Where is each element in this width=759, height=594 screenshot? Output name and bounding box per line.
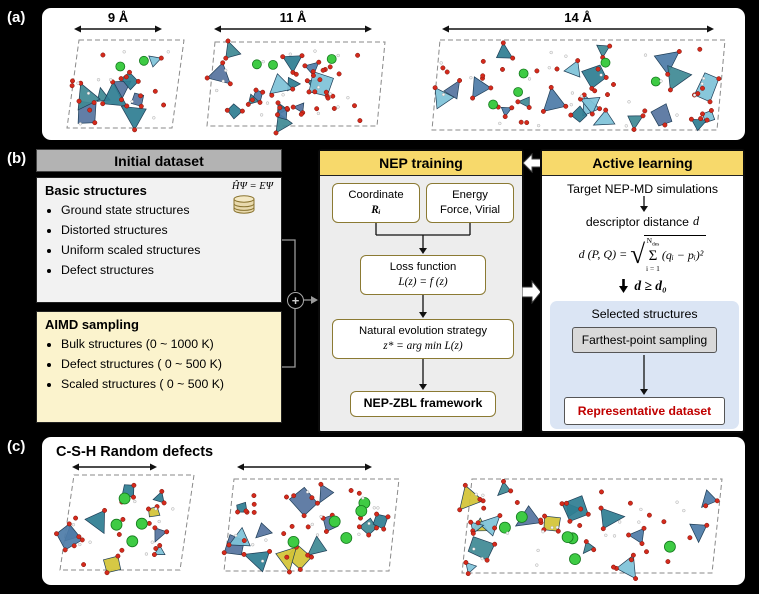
loss-function-box: Loss function L(z) = f (z) <box>360 255 486 295</box>
basic-structures-box: Basic structures ĤΨ = EΨ Ground state st… <box>36 177 282 303</box>
basic-structures-list: Ground state structures Distorted struct… <box>61 203 273 278</box>
aimd-sampling-box: AIMD sampling Bulk structures (0 ~ 1000 … <box>36 311 282 423</box>
coordinate-label: Coordinate <box>348 189 404 202</box>
evolution-strategy-box: Natural evolution strategy z* = arg min … <box>332 319 514 359</box>
database-icon <box>233 195 255 214</box>
nep-zbl-framework-box: NEP-ZBL framework <box>350 391 496 417</box>
feedback-arrow-left-icon <box>523 153 541 173</box>
force-virial-label: Force, Virial <box>439 204 501 216</box>
arrow-down-bold-icon <box>619 279 629 293</box>
measurement-11-angstrom: 11 Å <box>279 10 307 25</box>
nep-training-column: NEP training Coordinate Rᵢ Energy Force,… <box>318 149 524 433</box>
evolution-strategy-label: Natural evolution strategy <box>358 325 488 338</box>
threshold-condition: d ≥ d₀ <box>542 275 743 297</box>
nep-zbl-framework-label: NEP-ZBL framework <box>363 396 483 410</box>
summation-symbol: Ndes Σ i = 1 <box>646 236 660 274</box>
radical-sign: √ <box>630 238 646 269</box>
list-item: Distorted structures <box>61 223 273 238</box>
energy-label: Energy <box>452 189 488 202</box>
descriptor-distance-label: descriptor distance d <box>585 214 700 229</box>
nep-training-header: NEP training <box>320 151 522 176</box>
initial-dataset-header: Initial dataset <box>36 149 282 172</box>
list-item: Scaled structures ( 0 ~ 500 K) <box>61 377 273 392</box>
list-item: Uniform scaled structures <box>61 243 273 258</box>
measurement-9-angstrom: 9 Å <box>107 10 129 25</box>
merge-plus-node: + <box>287 292 304 309</box>
schrodinger-equation: ĤΨ = EΨ <box>231 181 273 192</box>
panel-c-title: C-S-H Random defects <box>56 444 214 460</box>
evolution-strategy-formula: z* = arg min L(z) <box>383 340 463 352</box>
descriptor-distance-formula: d (P, Q) = √ Ndes Σ i = 1 (qᵢ − pᵢ)² <box>542 233 743 275</box>
coordinate-symbol: Rᵢ <box>371 204 381 216</box>
molecular-render-a <box>66 25 726 136</box>
molecular-render-c <box>54 463 723 582</box>
farthest-point-sampling-box: Farthest-point sampling <box>572 327 717 353</box>
panel-a-label: (a) <box>7 9 26 26</box>
target-simulations-label: Target NEP-MD simulations <box>566 182 719 196</box>
loss-function-label: Loss function <box>389 261 457 274</box>
aimd-sampling-title: AIMD sampling <box>45 317 139 332</box>
aimd-sampling-list: Bulk structures (0 ~ 1000 K) Defect stru… <box>61 337 273 392</box>
flow-arrow-right-icon <box>522 280 541 304</box>
basic-structures-title: Basic structures <box>45 183 147 198</box>
list-item: Bulk structures (0 ~ 1000 K) <box>61 337 273 352</box>
panel-a-structures: 9 Å 11 Å 14 Å <box>42 8 745 140</box>
panel-c-defects: C-S-H Random defects <box>42 437 745 585</box>
measurement-14-angstrom: 14 Å <box>564 10 592 25</box>
selected-structures-box: Selected structures Farthest-point sampl… <box>550 301 739 429</box>
active-learning-header: Active learning <box>542 151 743 176</box>
energy-force-virial-box: Energy Force, Virial <box>426 183 514 223</box>
representative-dataset-box: Representative dataset <box>564 397 725 425</box>
coordinate-box: Coordinate Rᵢ <box>332 183 420 223</box>
selected-structures-label: Selected structures <box>591 307 698 321</box>
panel-c-label: (c) <box>7 438 26 455</box>
list-item: Ground state structures <box>61 203 273 218</box>
panel-b-label: (b) <box>7 150 27 167</box>
list-item: Defect structures <box>61 263 273 278</box>
loss-function-formula: L(z) = f (z) <box>398 276 448 288</box>
list-item: Defect structures ( 0 ~ 500 K) <box>61 357 273 372</box>
active-learning-column: Active learning Target NEP-MD simulation… <box>540 149 745 433</box>
